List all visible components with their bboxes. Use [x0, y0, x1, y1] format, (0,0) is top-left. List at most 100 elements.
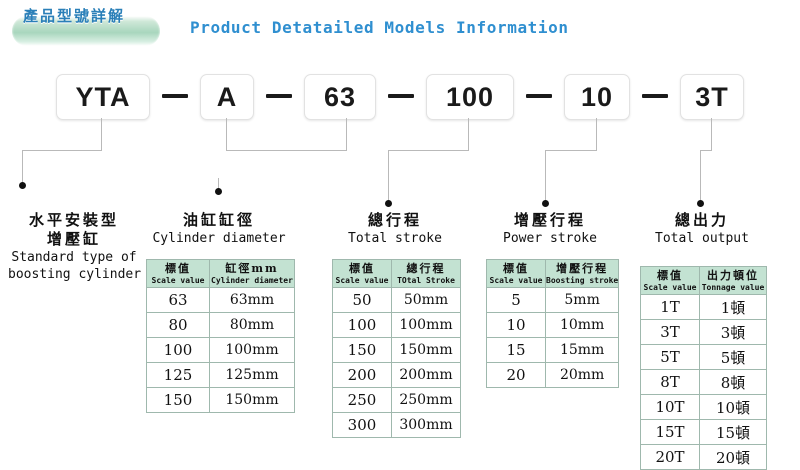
cell-value: 100mm — [209, 337, 295, 363]
code-dash-2 — [388, 94, 414, 98]
table-header-row: 標值 Scale value 增壓行程 Boosting stroke — [486, 259, 620, 288]
group-caption-total-stroke: 總行程 Total stroke — [330, 211, 460, 247]
cell-scale: 20 — [486, 362, 546, 388]
cell-scale: 10T — [640, 394, 700, 420]
diagram-canvas: 產品型號詳解 Product Detatailed Models Informa… — [8, 6, 767, 470]
cell-value: 200mm — [391, 362, 461, 388]
group-caption-standard-type: 水平安裝型 增壓缸 Standard type of boosting cyli… — [8, 211, 142, 283]
cell-value: 150mm — [391, 337, 461, 363]
header-cn: 標值 — [165, 261, 191, 275]
leader-dot-0 — [19, 182, 26, 189]
cell-scale: 150 — [146, 387, 210, 413]
caption-cn-line1-0: 水平安裝型 — [28, 211, 119, 229]
leader-dot-3 — [542, 200, 549, 207]
code-dash-3 — [526, 94, 552, 98]
cell-scale: 125 — [146, 362, 210, 388]
leader-line-2-horizontal — [388, 150, 469, 151]
header-en: Scale value — [335, 275, 389, 285]
header-en: Scale value — [151, 275, 205, 285]
cell-scale: 8T — [640, 369, 700, 395]
leader-line-1-vertical — [226, 118, 227, 151]
header-en: Scale value — [489, 275, 543, 285]
leader-line-3-vertical — [596, 118, 597, 151]
caption-en-line2-0: boosting cylinder — [8, 267, 142, 282]
code-segment-4: 10 — [564, 74, 630, 120]
caption-en-line1-0: Standard type of — [11, 250, 137, 265]
cell-value: 5頓 — [699, 344, 767, 370]
caption-cn-line1-1: 油缸缸徑 — [182, 211, 255, 229]
leader-line-0-vertical — [101, 118, 102, 151]
code-dash-1 — [266, 94, 292, 98]
header-en: Cylinder diameter — [211, 275, 293, 285]
header-cn: 出力頓位 — [707, 268, 759, 282]
leader-line-1-drop — [218, 178, 219, 192]
caption-cn-line1-2: 總行程 — [367, 211, 422, 229]
header-en: TOtal Stroke — [397, 275, 455, 285]
cell-scale: 5 — [486, 287, 546, 313]
cell-value: 125mm — [209, 362, 295, 388]
cell-scale: 100 — [146, 337, 210, 363]
group-caption-total-output: 總出力 Total output — [638, 211, 766, 247]
leader-line-1-horizontal — [226, 150, 346, 151]
leader-line-3-drop — [545, 150, 546, 202]
table-cylinder-diameter: 標值 Scale value 缸徑mm Cylinder diameter 63… — [146, 259, 295, 413]
cell-scale: 63 — [146, 287, 210, 313]
table-header-cell: 標值 Scale value — [640, 266, 700, 295]
cell-scale: 10 — [486, 312, 546, 338]
group-caption-power-stroke: 增壓行程 Power stroke — [484, 211, 616, 247]
leader-line-2-vertical — [468, 118, 469, 151]
code-dash-4 — [642, 94, 668, 98]
table-header-cell: 增壓行程 Boosting stroke — [544, 259, 620, 288]
cell-value: 1頓 — [699, 294, 767, 320]
leader-line-0-horizontal — [22, 150, 102, 151]
leader-dot-2 — [385, 200, 392, 207]
cell-value: 250mm — [391, 387, 461, 413]
header-cn: 增壓行程 — [556, 261, 609, 275]
code-segment-0: YTA — [56, 74, 150, 120]
cell-scale: 250 — [332, 387, 392, 413]
section-badge-label: 產品型號詳解 — [22, 6, 125, 25]
cell-value: 63mm — [209, 287, 295, 313]
caption-en-line1-2: Total stroke — [348, 231, 442, 246]
header-en: Boosting stroke — [546, 275, 619, 285]
cell-scale: 1T — [640, 294, 700, 320]
leader-line-0-drop — [22, 150, 23, 185]
cell-value: 5mm — [544, 287, 620, 313]
cell-value: 20mm — [544, 362, 620, 388]
header-cn: 總行程 — [406, 261, 446, 275]
leader-line-2-drop — [388, 150, 389, 202]
header-cn: 缸徑mm — [225, 261, 279, 275]
leader-line-4-vertical — [711, 118, 712, 151]
code-dash-0 — [162, 94, 188, 98]
caption-cn-line2-0: 增壓缸 — [46, 230, 101, 248]
cell-scale: 15 — [486, 337, 546, 363]
cell-value: 20頓 — [699, 444, 767, 470]
table-header-cell: 出力頓位 Tonnage value — [699, 266, 767, 295]
page-title: Product Detatailed Models Information — [190, 18, 569, 37]
header-en: Tonnage value — [701, 282, 765, 292]
leader-line-1-riser — [346, 118, 347, 151]
cell-value: 8頓 — [699, 369, 767, 395]
cell-scale: 80 — [146, 312, 210, 338]
caption-cn-line1-4: 總出力 — [674, 211, 729, 229]
cell-scale: 50 — [332, 287, 392, 313]
table-header-row: 標值 Scale value 總行程 TOtal Stroke — [332, 259, 461, 288]
cell-value: 10mm — [544, 312, 620, 338]
cell-scale: 300 — [332, 412, 392, 438]
caption-en-line1-1: Cylinder diameter — [152, 231, 286, 246]
